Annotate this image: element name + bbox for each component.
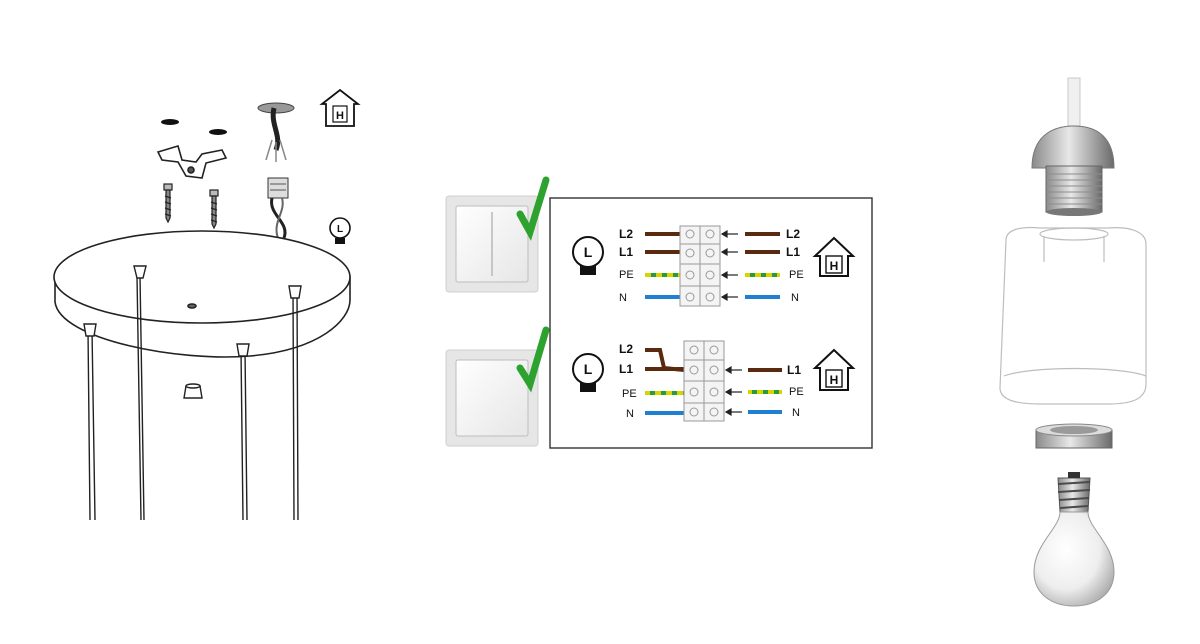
terminal-block bbox=[683, 340, 725, 422]
house-icon: H bbox=[812, 348, 856, 391]
connection-arrows bbox=[720, 229, 738, 302]
single-rocker-switch bbox=[445, 349, 539, 447]
lamp-parts bbox=[999, 77, 1147, 607]
canopy-assembly: H L bbox=[53, 88, 361, 521]
locking-ring bbox=[1035, 423, 1113, 449]
wire-label-n: N bbox=[626, 408, 634, 420]
wire-label-pe: PE bbox=[789, 386, 804, 398]
drill-hole bbox=[209, 129, 227, 135]
screw bbox=[163, 183, 173, 224]
terminal-block bbox=[679, 225, 721, 307]
wire-label-n: N bbox=[619, 292, 627, 304]
house-letter: H bbox=[830, 259, 839, 273]
house-icon: H bbox=[319, 88, 361, 127]
mounting-bracket bbox=[156, 145, 228, 179]
wire-label-l2: L2 bbox=[619, 227, 633, 241]
checkmark-icon bbox=[516, 326, 550, 393]
drill-hole bbox=[161, 119, 179, 125]
wire-label-l1: L1 bbox=[619, 245, 633, 259]
terminal-connector bbox=[267, 177, 289, 239]
house-icon: H bbox=[812, 236, 856, 277]
lamp-letter: L bbox=[584, 244, 593, 260]
lamp-symbol-icon: L bbox=[572, 236, 604, 275]
lamp-letter: L bbox=[584, 361, 593, 377]
wire-label-l1: L1 bbox=[786, 245, 800, 259]
wire-label-l2: L2 bbox=[619, 342, 633, 356]
lamp-symbol-icon: L bbox=[329, 217, 351, 244]
checkmark-icon bbox=[516, 176, 550, 241]
wire-label-n: N bbox=[791, 292, 799, 304]
wire-label-l2: L2 bbox=[786, 227, 800, 241]
glass-shade bbox=[999, 226, 1147, 405]
wire-label-pe: PE bbox=[622, 388, 637, 400]
wire-label-pe: PE bbox=[619, 269, 634, 281]
house-letter: H bbox=[830, 373, 839, 387]
wire-label-pe: PE bbox=[789, 269, 804, 281]
suspension-cables bbox=[83, 265, 302, 521]
canopy-disc bbox=[53, 230, 351, 358]
double-rocker-switch bbox=[445, 195, 539, 293]
lamp-letter: L bbox=[337, 224, 343, 235]
wire-label-l1: L1 bbox=[787, 363, 801, 377]
screw bbox=[209, 189, 219, 230]
lamp-symbol-icon: L bbox=[572, 353, 604, 392]
connection-arrows bbox=[724, 365, 742, 417]
house-letter: H bbox=[336, 110, 344, 122]
ceiling-cable bbox=[257, 102, 295, 162]
light-bulb bbox=[1033, 472, 1115, 607]
wire-label-n: N bbox=[792, 407, 800, 419]
wiring-panel: L L2 L1 PE N bbox=[549, 197, 873, 449]
wire-label-l1: L1 bbox=[619, 362, 633, 376]
cable-grip-cap bbox=[183, 383, 203, 399]
